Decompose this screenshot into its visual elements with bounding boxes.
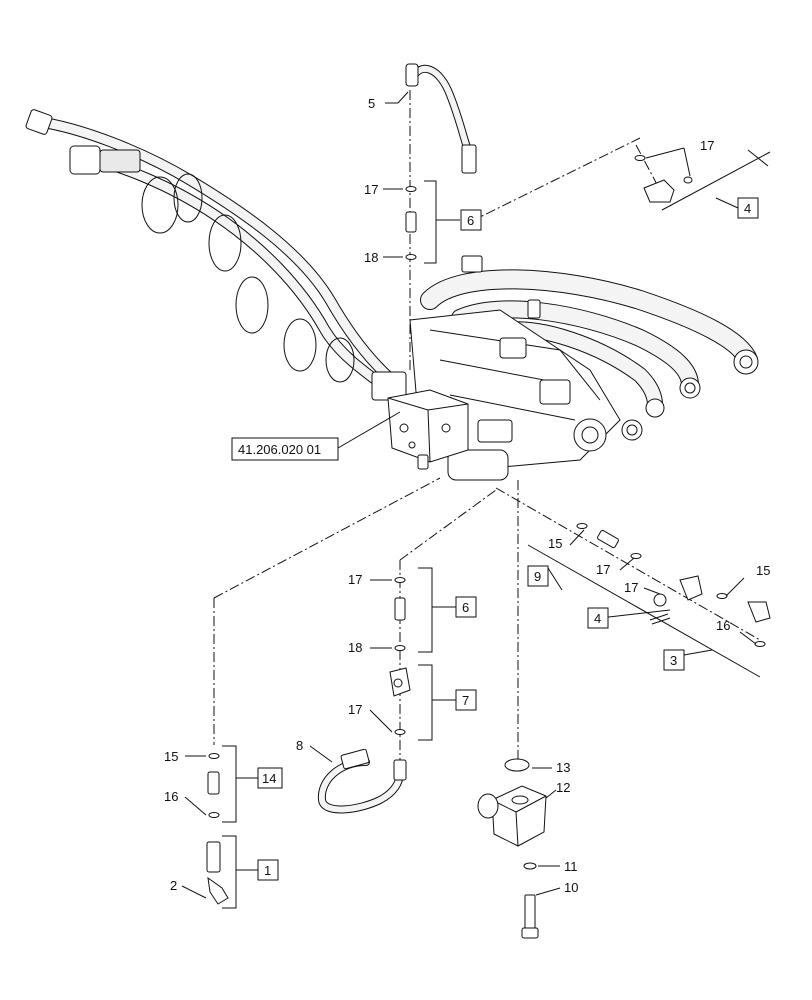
callout-18: 18 xyxy=(364,250,378,265)
box-4: 4 xyxy=(737,197,759,219)
callout-18: 18 xyxy=(348,640,362,655)
group-4-upper xyxy=(469,137,771,223)
callout-17: 17 xyxy=(624,580,638,595)
callout-15: 15 xyxy=(756,563,770,578)
callout-17: 17 xyxy=(596,562,610,577)
svg-text:14: 14 xyxy=(262,771,276,786)
hose-harness xyxy=(25,109,407,401)
box-6: 6 xyxy=(455,596,477,618)
callout-16: 16 xyxy=(164,789,178,804)
group-9-4-3 xyxy=(527,523,771,678)
group-1 xyxy=(181,835,258,909)
callout-8: 8 xyxy=(296,738,303,753)
callout-17: 17 xyxy=(364,182,378,197)
box-3: 3 xyxy=(663,649,685,671)
callout-15: 15 xyxy=(548,536,562,551)
callout-labels: 5 17 17 18 17 18 17 8 15 16 2 13 12 11 1… xyxy=(164,96,770,895)
reference-label: 41.206.020 01 xyxy=(238,442,321,457)
leader-5b xyxy=(397,91,409,104)
svg-text:4: 4 xyxy=(594,611,601,626)
callout-17: 17 xyxy=(348,572,362,587)
svg-text:1: 1 xyxy=(264,863,271,878)
chain-far-right xyxy=(495,487,761,641)
callout-12: 12 xyxy=(556,780,570,795)
hose-8 xyxy=(309,745,407,814)
reference-leader xyxy=(337,411,401,449)
callout-11: 11 xyxy=(564,859,578,874)
boxed-callouts: 4 6 6 7 14 1 9 4 xyxy=(231,197,759,881)
group-13-10 xyxy=(477,758,561,939)
callout-16: 16 xyxy=(716,618,730,633)
main-assembly xyxy=(25,109,759,481)
box-7: 7 xyxy=(455,689,477,711)
callout-5: 5 xyxy=(368,96,375,111)
callout-15: 15 xyxy=(164,749,178,764)
svg-text:4: 4 xyxy=(744,201,751,216)
reference-box: 41.206.020 01 xyxy=(231,437,339,461)
valve-body xyxy=(387,309,621,481)
box-9: 9 xyxy=(527,565,549,587)
hose-5 xyxy=(405,63,477,174)
svg-text:7: 7 xyxy=(462,693,469,708)
svg-text:6: 6 xyxy=(462,600,469,615)
right-hose-bundle xyxy=(420,255,759,441)
box-4: 4 xyxy=(587,607,609,629)
chain-left-diagonal xyxy=(213,477,441,599)
callout-2: 2 xyxy=(170,878,177,893)
chain-mid-diagonal xyxy=(399,489,497,561)
callout-13: 13 xyxy=(556,760,570,775)
callout-10: 10 xyxy=(564,880,578,895)
svg-text:6: 6 xyxy=(467,213,474,228)
box-6: 6 xyxy=(460,209,482,231)
group-7 xyxy=(369,664,456,741)
group-6-lower xyxy=(370,567,456,653)
group-6-upper xyxy=(383,180,460,264)
svg-text:3: 3 xyxy=(670,653,677,668)
box-1: 1 xyxy=(257,859,279,881)
callout-17: 17 xyxy=(348,702,362,717)
svg-text:9: 9 xyxy=(534,569,541,584)
group-14 xyxy=(184,745,258,823)
callout-17: 17 xyxy=(700,138,714,153)
box-14: 14 xyxy=(257,767,283,789)
